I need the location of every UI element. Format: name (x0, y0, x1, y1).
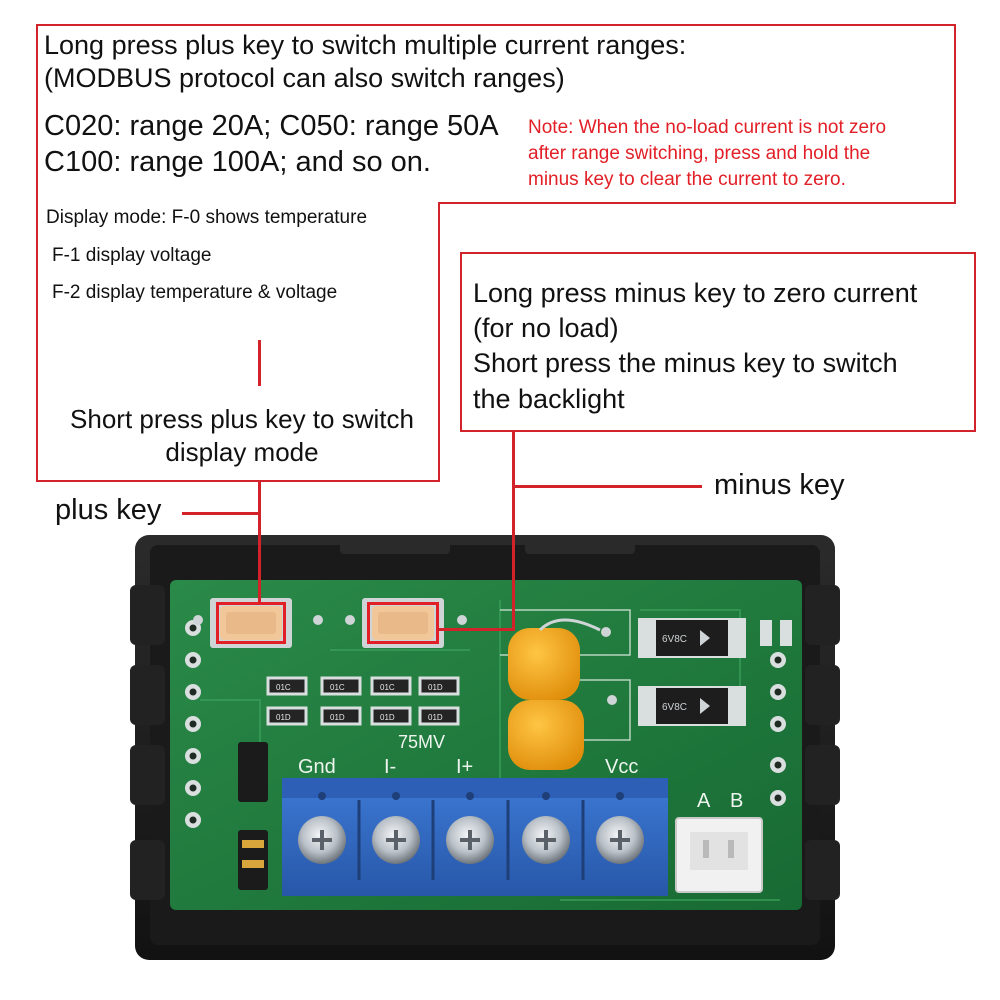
minus-leader-horizontal (512, 485, 702, 488)
connector-label: B (730, 790, 743, 812)
plus-key-annotation-box-lower (36, 202, 440, 482)
range-line2: C100: range 100A; and so on. (44, 146, 431, 178)
pcb-silkscreen: 75MV Gnd I- I+ Vcc A B (298, 732, 743, 812)
diode-mark: 6V8C (662, 702, 687, 713)
resistor-code: 01D (428, 683, 443, 692)
short-press-line2: display mode (165, 437, 319, 467)
terminal-label: I- (384, 756, 396, 778)
resistor-code: 01D (428, 713, 443, 722)
plus-key-highlight (216, 602, 286, 644)
ab-connector (675, 817, 763, 893)
yellow-capacitors (508, 618, 617, 770)
range-title-line2: (MODBUS protocol can also switch ranges) (44, 63, 565, 93)
resistor-code: 01D (330, 713, 345, 722)
connector-label: A (697, 790, 711, 812)
display-mode-line0: Display mode: F-0 shows temperature (46, 207, 368, 228)
plus-leader-vertical (258, 482, 261, 602)
terminal-label: Gnd (298, 756, 336, 778)
resistor-code: 01C (380, 683, 395, 692)
plus-key-label: plus key (55, 494, 162, 526)
tvs-diodes: 6V8C 6V8C (638, 618, 792, 726)
resistor-code: 01C (330, 683, 345, 692)
resistor-code: 01C (276, 683, 291, 692)
minus-key-switch (345, 598, 467, 648)
terminal-screws (298, 816, 644, 864)
minus-key-annotation-box (460, 252, 976, 432)
minus-key-highlight (367, 602, 439, 644)
terminal-block (282, 778, 668, 896)
short-press-line1: Short press plus key to switch (70, 404, 414, 434)
minus-key-label: minus key (714, 469, 845, 501)
diode-mark: 6V8C (662, 634, 687, 645)
plus-leader-horizontal (182, 512, 260, 515)
plus-key-annotation-box (36, 24, 956, 204)
minus-box-line2: (for no load) (473, 313, 619, 343)
note-line2: after range switching, press and hold th… (528, 143, 871, 164)
note-line1: Note: When the no-load current is not ze… (528, 117, 887, 138)
plus-key-switch (193, 598, 323, 648)
minus-box-line1: Long press minus key to zero current (473, 278, 918, 308)
resistor-code: 01D (380, 713, 395, 722)
minus-leader-to-key (438, 628, 515, 631)
terminal-label: I+ (456, 756, 473, 778)
resistor-code: 01D (276, 713, 291, 722)
silk-75mv: 75MV (398, 732, 445, 752)
range-line1: C020: range 20A; C050: range 50A (44, 110, 499, 142)
display-mode-line2: F-2 display temperature & voltage (52, 282, 338, 303)
minus-box-line3: Short press the minus key to switch (473, 348, 898, 378)
note-line3: minus key to clear the current to zero. (528, 169, 846, 190)
box-joiner (38, 198, 438, 206)
terminal-label: Vcc (605, 756, 638, 778)
jumper-header (238, 742, 268, 890)
smd-resistors: 01C 01C 01C 01D 01D 01D 01D 01D (266, 676, 460, 726)
short-press-connector (258, 340, 261, 386)
minus-box-line4: the backlight (473, 384, 625, 414)
minus-leader-vertical (512, 432, 515, 630)
display-mode-line1: F-1 display voltage (52, 245, 212, 266)
range-title-line1: Long press plus key to switch multiple c… (44, 30, 687, 60)
